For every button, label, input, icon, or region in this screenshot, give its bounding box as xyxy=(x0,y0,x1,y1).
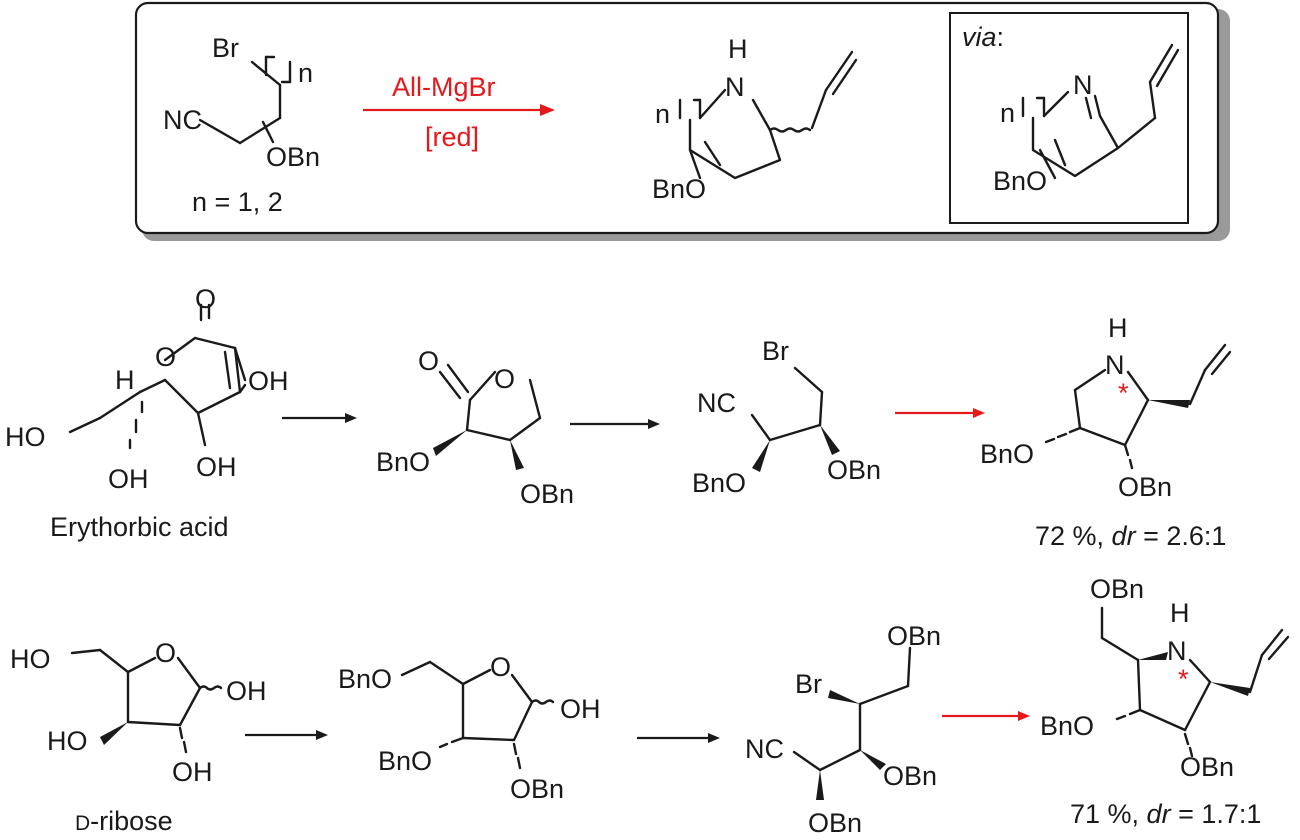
tribenzyl-oh-label: OH xyxy=(560,694,601,724)
route1-nh-n-label: N xyxy=(1105,350,1125,380)
dibenzyl-lactone-structure: O O BnO OBn xyxy=(376,346,574,509)
lactone-o-label: O xyxy=(195,284,216,314)
ribose-bno-top-label: BnO xyxy=(338,664,392,694)
nh-h-label: H xyxy=(728,34,748,64)
general-scheme-box xyxy=(134,1,1230,241)
route2-obn-mid-label: OBn xyxy=(883,761,937,791)
ring-n-label: n xyxy=(655,99,670,129)
ribose-ring-o-label: O xyxy=(155,638,176,668)
route1-obn-label: OBn xyxy=(1118,472,1172,502)
condition-label: [red] xyxy=(425,122,479,152)
route2-product-bno-label: BnO xyxy=(1040,711,1094,741)
ribose-obn-bottom-label: OBn xyxy=(510,774,564,804)
imine-n-label: N xyxy=(1073,70,1093,100)
via-label: via: xyxy=(962,22,1004,52)
secondary-oh-label: OH xyxy=(108,464,149,494)
via-intermediate-box: via: N n BnO xyxy=(949,12,1189,224)
route2-obn-bottom-label: OBn xyxy=(808,808,862,838)
route1-nh-h-label: H xyxy=(1108,313,1128,343)
br-label: Br xyxy=(762,336,789,366)
pyrrolidine-product-route1: H N * BnO OBn 72 %, dr = 2.6:1 xyxy=(980,313,1232,551)
nh-n-label: N xyxy=(725,72,745,102)
lactone-co-label: O xyxy=(418,346,439,376)
route2-br-label: Br xyxy=(795,669,822,699)
ribose-ho-label: HO xyxy=(10,644,51,674)
ribose-c3-ho-label: HO xyxy=(47,726,88,756)
route2-yield-label: 71 %, dr = 1.7:1 xyxy=(1070,799,1261,829)
enol-oh-right-label: OH xyxy=(248,366,289,396)
tribenzyl-ribose-structure: BnO O OH BnO OBn xyxy=(338,652,601,804)
route2-product-obn-bottom-label: OBn xyxy=(1180,752,1234,782)
obn-right-label: OBn xyxy=(827,455,881,485)
ribose-anomeric-oh-label: OH xyxy=(226,676,267,706)
bromine-label: Br xyxy=(212,33,239,63)
obn-label: OBn xyxy=(266,142,320,172)
general-substrate: Br n NC OBn n = 1, 2 xyxy=(163,33,320,217)
reagent-label: All-MgBr xyxy=(392,72,496,102)
n-values-label: n = 1, 2 xyxy=(192,187,283,217)
route1-stereocenter-star: * xyxy=(1118,378,1129,408)
tribenzyl-ring-o-label: O xyxy=(490,652,511,682)
route2-nh-h-label: H xyxy=(1170,598,1190,628)
pyrrolidine-product-route2: OBn H N * BnO OBn 71 %, dr = 1.7:1 xyxy=(1040,574,1290,829)
route2-obn-top-label: OBn xyxy=(887,621,941,651)
route2-nc-label: NC xyxy=(745,734,784,764)
nitrile-label: NC xyxy=(163,105,202,135)
route2-nh-n-label: N xyxy=(1167,636,1187,666)
via-ring-n-label: n xyxy=(1000,98,1015,128)
route2-stereocenter-star: * xyxy=(1178,664,1189,694)
ribose-bno-mid-label: BnO xyxy=(378,746,432,776)
erythorbic-acid-name: Erythorbic acid xyxy=(50,512,229,542)
ring-o-label: O xyxy=(155,342,176,372)
bromonitrile-route2-structure: OBn Br NC OBn OBn xyxy=(745,621,941,838)
d-ribose-structure: HO O OH HO OH D-ribose xyxy=(10,638,267,836)
general-product: H N n BnO xyxy=(652,34,858,204)
route1-bno-label: BnO xyxy=(980,439,1034,469)
general-reaction-arrow: All-MgBr [red] xyxy=(363,72,555,152)
d-ribose-name: D-ribose xyxy=(75,806,173,836)
route1-yield-label: 72 %, dr = 2.6:1 xyxy=(1035,521,1226,551)
n-subscript: n xyxy=(298,58,313,88)
bromonitrile-route1-structure: Br NC OBn BnO xyxy=(692,336,881,498)
lactone-bno-label: BnO xyxy=(376,447,430,477)
ribose-c2-oh-label: OH xyxy=(172,757,213,787)
route2-product-obn-top-label: OBn xyxy=(1090,574,1144,604)
lactone-obn-label: OBn xyxy=(520,479,574,509)
via-bno-label: BnO xyxy=(993,166,1047,196)
h-label: H xyxy=(115,365,135,395)
nc-label: NC xyxy=(697,388,736,418)
lactone-ring-o-label: O xyxy=(494,364,515,394)
bno-label: BnO xyxy=(652,174,706,204)
erythorbic-acid-structure: O O H OH OH HO OH Erythorbic acid xyxy=(5,284,289,542)
bno-left-label: BnO xyxy=(692,468,746,498)
primary-ho-label: HO xyxy=(5,422,46,452)
enol-oh-bottom-label: OH xyxy=(196,452,237,482)
